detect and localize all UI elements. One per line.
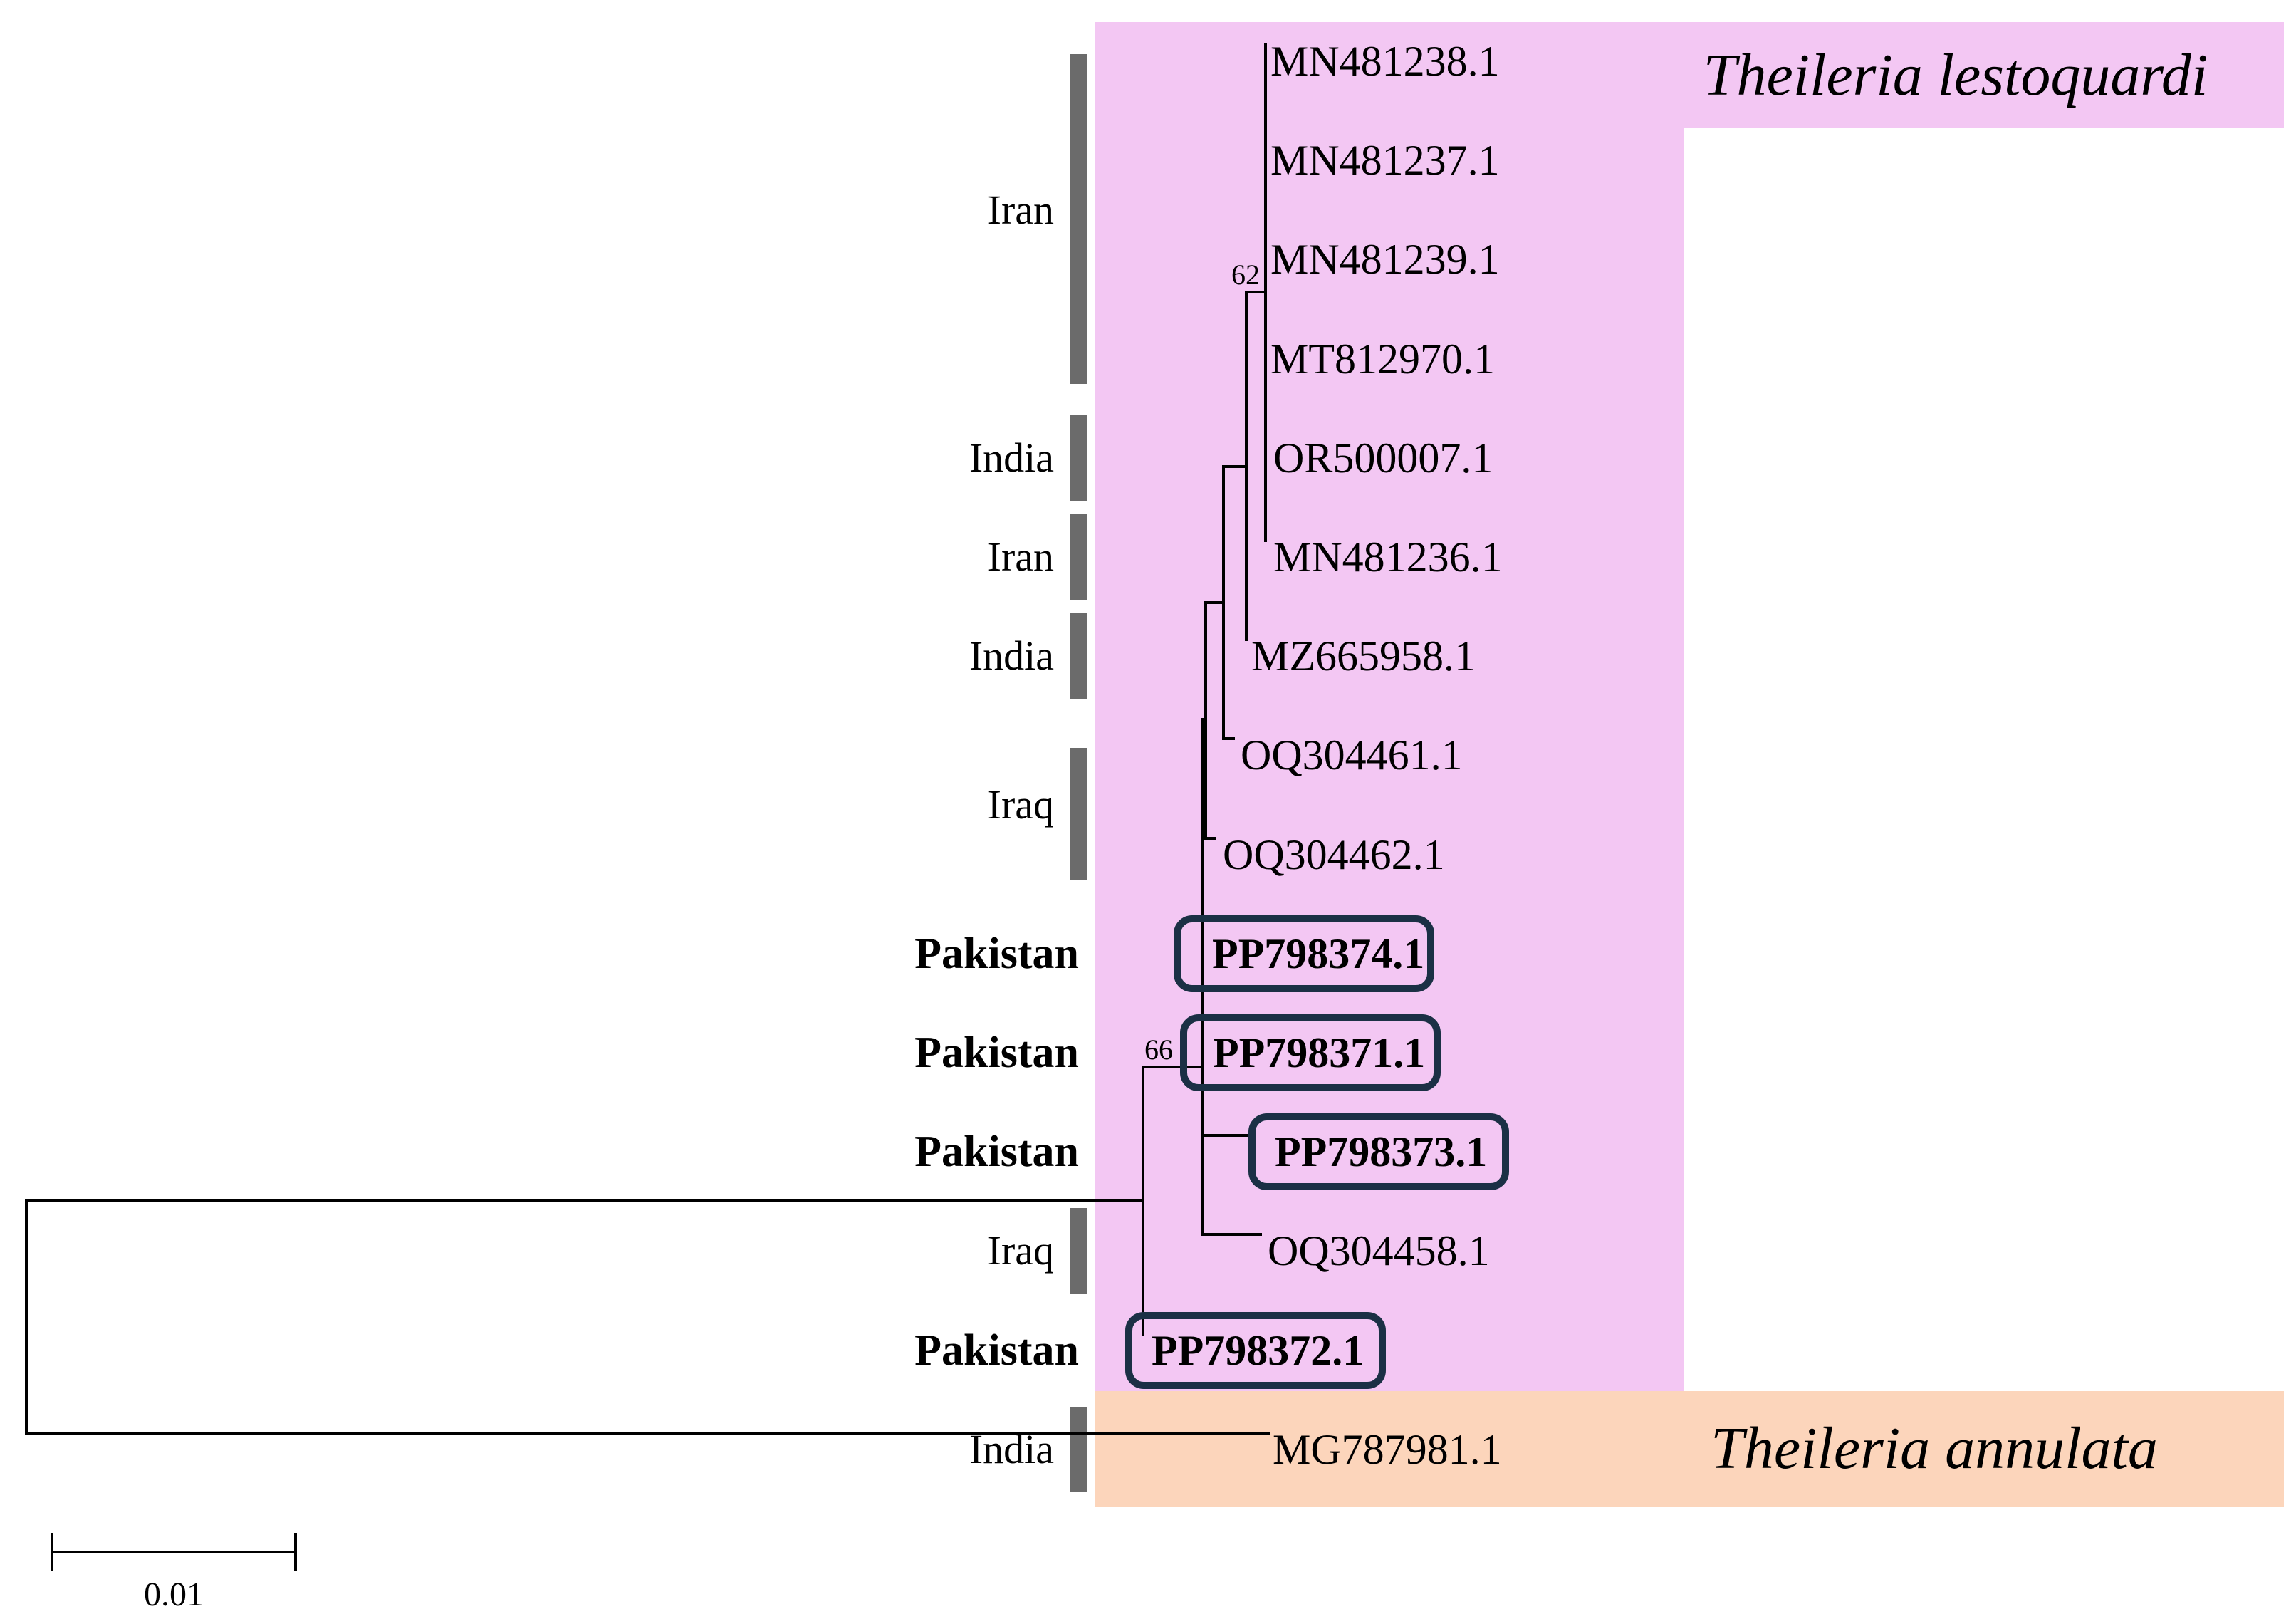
scale-bar-line <box>51 1551 297 1553</box>
country-label-pakistan: Pakistan <box>914 929 1079 978</box>
country-label-pakistan: Pakistan <box>914 1128 1079 1177</box>
tree-branch-horizontal-branch-to-b <box>1222 465 1248 468</box>
taxon-label: MT812970.1 <box>1270 335 1495 382</box>
taxon-highlight-box <box>1180 1014 1441 1091</box>
tree-branch-vertical-root <box>25 1199 28 1435</box>
country-label-iran: Iran <box>987 186 1054 233</box>
tree-branch-horizontal-root-to-mg787981 <box>25 1432 1270 1435</box>
country-label-pakistan: Pakistan <box>914 1029 1079 1077</box>
scale-bar-tick <box>294 1533 297 1571</box>
taxon-label: MN481237.1 <box>1270 137 1500 184</box>
annulata-highlight-band <box>1095 1391 2284 1507</box>
country-group-bar <box>1070 54 1087 384</box>
tree-branch-horizontal-branch-oq304458 <box>1201 1233 1262 1236</box>
tree-branch-horizontal-branch-oq304462 <box>1204 837 1216 840</box>
country-label-iran: Iran <box>987 533 1054 580</box>
bootstrap-value-62: 62 <box>1231 259 1260 291</box>
country-label-iraq: Iraq <box>987 1227 1054 1274</box>
taxon-label: PP798372.1 <box>1152 1326 1364 1374</box>
country-label-india: India <box>969 1425 1054 1472</box>
taxon-label: MN481236.1 <box>1273 533 1503 581</box>
lestoquardi-highlight-band <box>1684 22 2284 128</box>
tree-branch-horizontal-root-to-lestoquardi <box>25 1199 1144 1202</box>
tree-branch-horizontal-branch-oq304461 <box>1222 737 1235 740</box>
taxon-label: PP798373.1 <box>1275 1128 1488 1176</box>
species-label-lestoquardi: Theileria lestoquardi <box>1703 42 2208 108</box>
taxon-label: MZ665958.1 <box>1251 633 1476 680</box>
tree-branch-horizontal-branch-62 <box>1245 291 1267 293</box>
taxon-label: OQ304461.1 <box>1241 732 1463 779</box>
lestoquardi-highlight-band <box>1095 22 1684 1391</box>
taxon-label: PP798371.1 <box>1213 1029 1426 1076</box>
species-label-annulata: Theileria annulata <box>1711 1415 2158 1482</box>
taxon-label: MG787981.1 <box>1273 1425 1502 1473</box>
tree-branch-horizontal-branch-pp798373 <box>1201 1134 1250 1137</box>
country-group-bar <box>1070 613 1087 699</box>
tree-branch-horizontal-branch-to-d <box>1201 718 1207 721</box>
country-label-india: India <box>969 434 1054 481</box>
country-label-pakistan: Pakistan <box>914 1326 1079 1375</box>
country-label-iraq: Iraq <box>987 781 1054 828</box>
country-label-india: India <box>969 633 1054 680</box>
taxon-label: MN481239.1 <box>1270 236 1500 283</box>
bootstrap-value-66: 66 <box>1144 1034 1173 1066</box>
country-group-bar <box>1070 514 1087 600</box>
country-group-bar <box>1070 415 1087 501</box>
tree-branch-horizontal-branch-to-c <box>1204 601 1225 604</box>
taxon-highlight-box <box>1125 1312 1386 1389</box>
tree-branch-horizontal-branch-66 <box>1142 1066 1204 1068</box>
taxon-label: OR500007.1 <box>1273 434 1493 482</box>
scale-bar-label: 0.01 <box>144 1576 204 1613</box>
taxon-highlight-box <box>1174 915 1434 992</box>
taxon-label: OQ304458.1 <box>1268 1227 1490 1275</box>
taxon-label: PP798374.1 <box>1212 930 1425 977</box>
tree-branch-vertical-node-pakistan <box>1201 718 1204 1236</box>
taxon-label: MN481238.1 <box>1270 38 1500 85</box>
taxon-highlight-box <box>1248 1113 1509 1190</box>
taxon-label: OQ304462.1 <box>1223 831 1445 878</box>
country-group-bar <box>1070 1406 1087 1492</box>
country-group-bar <box>1070 748 1087 880</box>
country-group-bar <box>1070 1208 1087 1294</box>
scale-bar-tick <box>51 1533 53 1571</box>
